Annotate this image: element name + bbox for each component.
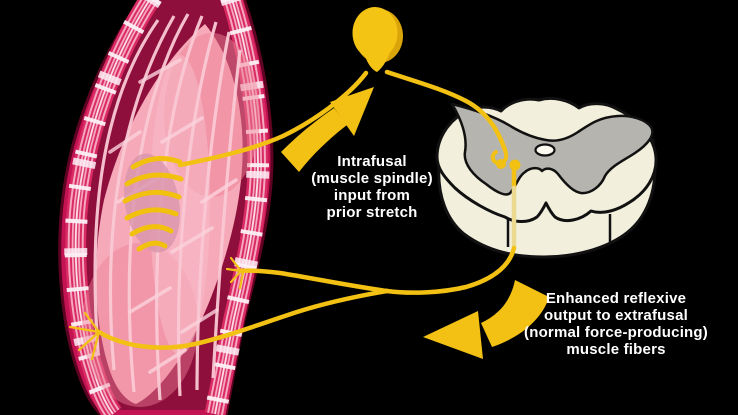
efferent-branch-lower [96,288,390,350]
efferent-fiber [384,245,517,295]
efferent-branch-upper [238,268,390,294]
motor-ending-left [68,311,101,361]
muscle-spindle-coil [122,155,184,252]
spinal-cord-cross-section [435,96,658,259]
output-direction-arrow [423,280,549,359]
sensory-neuron-cell-body [352,7,403,72]
muscle-shading [150,55,210,355]
neural-pathway [68,7,521,361]
motor-ending-right [225,256,245,290]
afferent-input-label: Intrafusal (muscle spindle) input from p… [311,153,433,221]
input-direction-arrow [281,87,374,172]
afferent-fiber-central [384,69,508,153]
synapse-bouton [496,159,506,169]
extrafusal-band-left [64,0,162,415]
efferent-output-label: Enhanced reflexive output to extrafusal … [524,290,708,358]
afferent-fiber [177,70,369,168]
muscle-illustration [58,0,274,415]
central-canal [534,143,556,157]
